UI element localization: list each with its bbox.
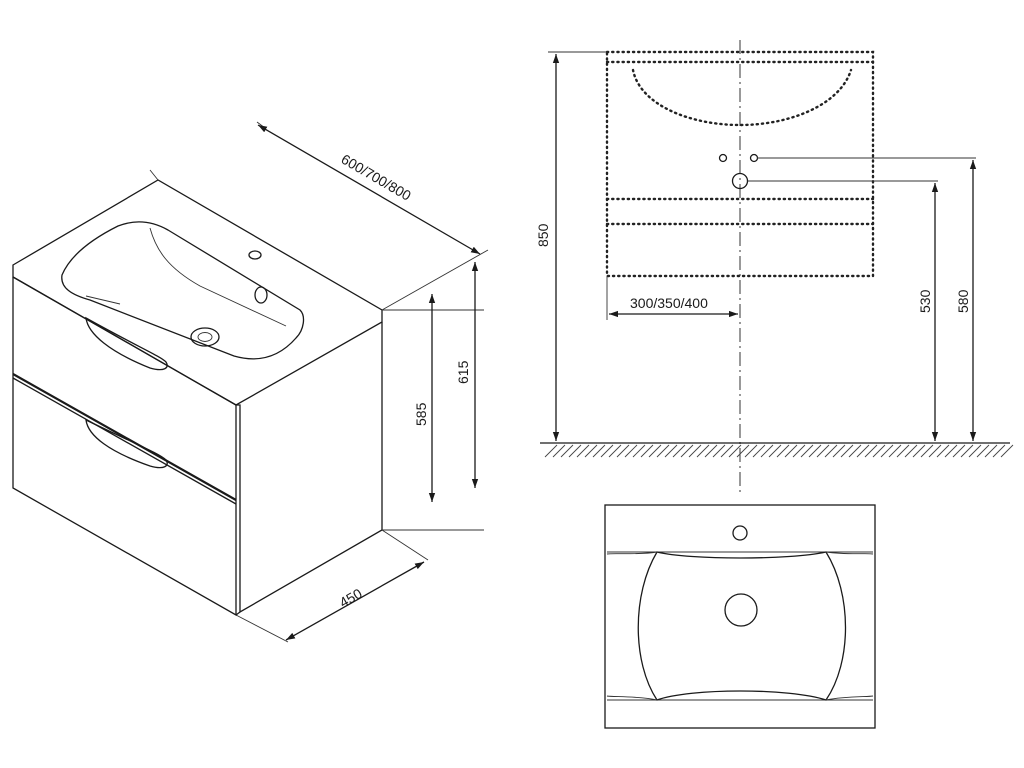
basin-top-outline (12, 179, 383, 406)
floor-hatch-line (560, 444, 574, 458)
drain-height-dimension-label: 530 (917, 289, 933, 313)
floor-hatch-line (848, 444, 862, 458)
tap-height-dimension-label: 580 (955, 289, 971, 313)
floor-hatch-line (712, 444, 726, 458)
floor-hatch-line (952, 444, 966, 458)
tap-hole (248, 250, 262, 260)
floor-hatch-line (920, 444, 934, 458)
floor-hatch-line (864, 444, 878, 458)
floor-hatch-line (792, 444, 806, 458)
floor-hatch-line (992, 444, 1006, 458)
floor-hatch-line (568, 444, 582, 458)
floor-hatch-line (808, 444, 822, 458)
floor-hatch-line (584, 444, 598, 458)
top-view (604, 504, 876, 729)
tap-hole-top (732, 525, 748, 541)
upper-drawer-handle (85, 316, 168, 371)
floor-hatch-line (912, 444, 926, 458)
floor-hatch-line (624, 444, 638, 458)
floor-hatch-line (936, 444, 950, 458)
depth-dimension-label: 450 (337, 585, 365, 611)
floor-hatch-line (880, 444, 894, 458)
floor-hatch-line (824, 444, 838, 458)
floor-hatch-line (640, 444, 654, 458)
floor-hatch-line (968, 444, 982, 458)
overflow-hole (254, 286, 268, 304)
height-total-dimension-label: 615 (455, 360, 471, 384)
floor-hatch-line (1000, 444, 1014, 458)
floor-hatch-line (680, 444, 694, 458)
floor-hatch-line (608, 444, 622, 458)
floor-hatch-line (928, 444, 942, 458)
basin-top-view-outline (604, 504, 876, 729)
floor-hatch-line (688, 444, 702, 458)
floor-hatch-line (984, 444, 998, 458)
drain-point (731, 172, 749, 190)
floor-hatch-line (696, 444, 710, 458)
floor-hatch-line (960, 444, 974, 458)
basin-hidden-outline (631, 68, 853, 127)
cabinet-front (12, 277, 237, 617)
tap-point-left (718, 153, 728, 163)
floor-hatch-line (648, 444, 662, 458)
floor-hatch-line (704, 444, 718, 458)
floor-hatch-line (728, 444, 742, 458)
floor-hatch-line (720, 444, 734, 458)
floor-hatch-line (944, 444, 958, 458)
height-cabinet-dimension-label: 585 (413, 402, 429, 426)
depth-dimension-line (285, 561, 425, 641)
basin-bowl (61, 221, 305, 360)
isometric-view: 600/700/800 450 615 585 (12, 121, 489, 643)
floor-hatch-line (976, 444, 990, 458)
floor-hatch-line (776, 444, 790, 458)
tap-point-right (749, 153, 759, 163)
floor-hatch-line (544, 444, 558, 458)
floor-hatch-line (872, 444, 886, 458)
drawer-split (12, 373, 237, 501)
floor-hatch-line (784, 444, 798, 458)
floor-hatch-line (760, 444, 774, 458)
floor-hatch-line (592, 444, 606, 458)
floor-hatch-line (576, 444, 590, 458)
cabinet-side (236, 322, 383, 614)
floor-hatch-line (840, 444, 854, 458)
install-height-dimension-label: 850 (535, 223, 551, 247)
floor-hatch-line (664, 444, 678, 458)
floor-hatch-line (656, 444, 670, 458)
floor-hatch-line (632, 444, 646, 458)
offset-dimension-label: 300/350/400 (630, 295, 708, 311)
floor-hatch-line (904, 444, 918, 458)
floor-hatch-line (616, 444, 630, 458)
width-dimension-label: 600/700/800 (338, 151, 414, 204)
drain-hole-top (724, 593, 758, 627)
floor-hatch-line (752, 444, 766, 458)
width-dimension-line (257, 124, 481, 255)
floor-hatching (544, 444, 1014, 458)
floor-hatch-line (856, 444, 870, 458)
floor-hatch-line (832, 444, 846, 458)
floor-hatch-line (672, 444, 686, 458)
floor-hatch-line (888, 444, 902, 458)
floor-hatch-line (552, 444, 566, 458)
floor-hatch-line (744, 444, 758, 458)
floor-hatch-line (800, 444, 814, 458)
lower-drawer-handle (85, 418, 168, 469)
floor-hatch-line (816, 444, 830, 458)
front-elevation-view: 850 300/350/400 530 580 (535, 40, 1014, 496)
floor-hatch-line (768, 444, 782, 458)
floor-hatch-line (736, 444, 750, 458)
drain-hole (190, 327, 220, 347)
floor-hatch-line (600, 444, 614, 458)
floor-hatch-line (896, 444, 910, 458)
